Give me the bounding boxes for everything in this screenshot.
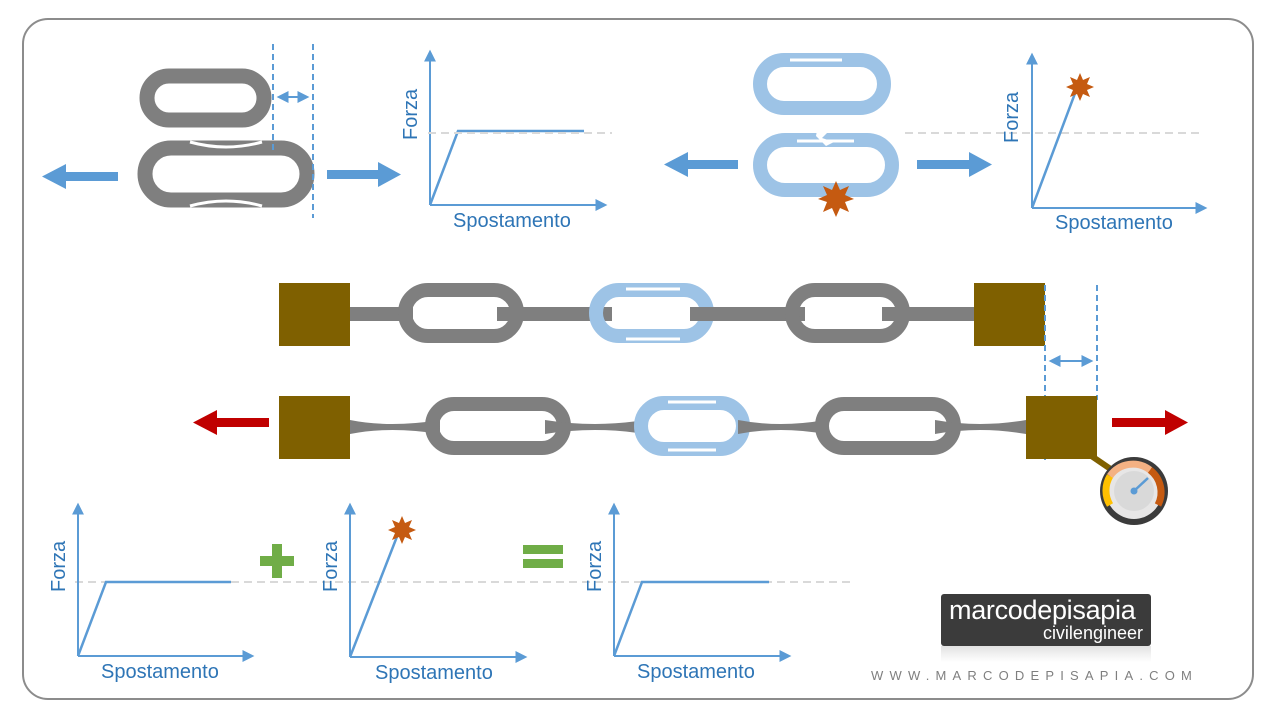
x-axis-label: Spostamento xyxy=(637,661,755,683)
burst-icon xyxy=(818,181,854,217)
force-displacement-chart-brittle-bottom: Forza Spostamento xyxy=(320,502,528,684)
arrow-left-icon xyxy=(664,152,738,177)
force-displacement-chart-ductile: Forza Spostamento xyxy=(400,49,608,232)
anchor-block-right xyxy=(1026,396,1097,459)
arrow-right-icon xyxy=(327,162,401,187)
anchor-block-left xyxy=(279,283,350,346)
x-axis-label: Spostamento xyxy=(375,662,493,684)
y-axis-label: Forza xyxy=(584,540,606,592)
logo-name-part1: marco xyxy=(949,595,1023,625)
x-axis-label: Spostamento xyxy=(1055,212,1173,234)
y-axis-label: Forza xyxy=(48,540,70,592)
arrow-left-icon xyxy=(42,164,118,189)
logo-name: marcodepisapia xyxy=(949,594,1136,626)
gauge-icon xyxy=(1088,452,1168,525)
arrow-right-icon xyxy=(917,152,992,177)
logo-subtitle: civilengineer xyxy=(1042,623,1143,643)
author-logo: marcodepisapia civilengineer xyxy=(941,594,1151,646)
chain-under-load xyxy=(279,396,1097,459)
x-axis-label: Spostamento xyxy=(453,210,571,232)
y-axis-label: Forza xyxy=(400,88,422,140)
force-displacement-chart-ductile-bottom: Forza Spostamento xyxy=(48,502,255,683)
logo-reflection xyxy=(941,646,1151,662)
anchor-block-left xyxy=(279,396,350,459)
arrow-right-icon xyxy=(1112,410,1188,435)
plus-icon xyxy=(260,544,294,578)
slide-frame xyxy=(22,18,1254,700)
force-displacement-chart-brittle: Forza Spostamento xyxy=(1001,52,1208,234)
elongation-marker-top xyxy=(272,44,314,218)
website-url[interactable]: WWW.MARCODEPISAPIA.COM xyxy=(871,668,1199,683)
burst-icon xyxy=(388,516,416,544)
ductile-link-pair xyxy=(137,68,315,208)
x-axis-label: Spostamento xyxy=(101,661,219,683)
equals-icon xyxy=(523,545,563,568)
brittle-link-pair xyxy=(753,53,899,197)
logo-name-part2: depisapia xyxy=(1022,595,1136,625)
chain-at-rest xyxy=(279,283,1045,346)
anchor-block-right xyxy=(974,283,1045,346)
arrow-left-icon xyxy=(193,410,269,435)
force-displacement-chart-chain-bottom: Forza Spostamento xyxy=(584,502,792,683)
y-axis-label: Forza xyxy=(1001,91,1023,143)
burst-icon xyxy=(1066,73,1094,101)
y-axis-label: Forza xyxy=(320,540,342,592)
